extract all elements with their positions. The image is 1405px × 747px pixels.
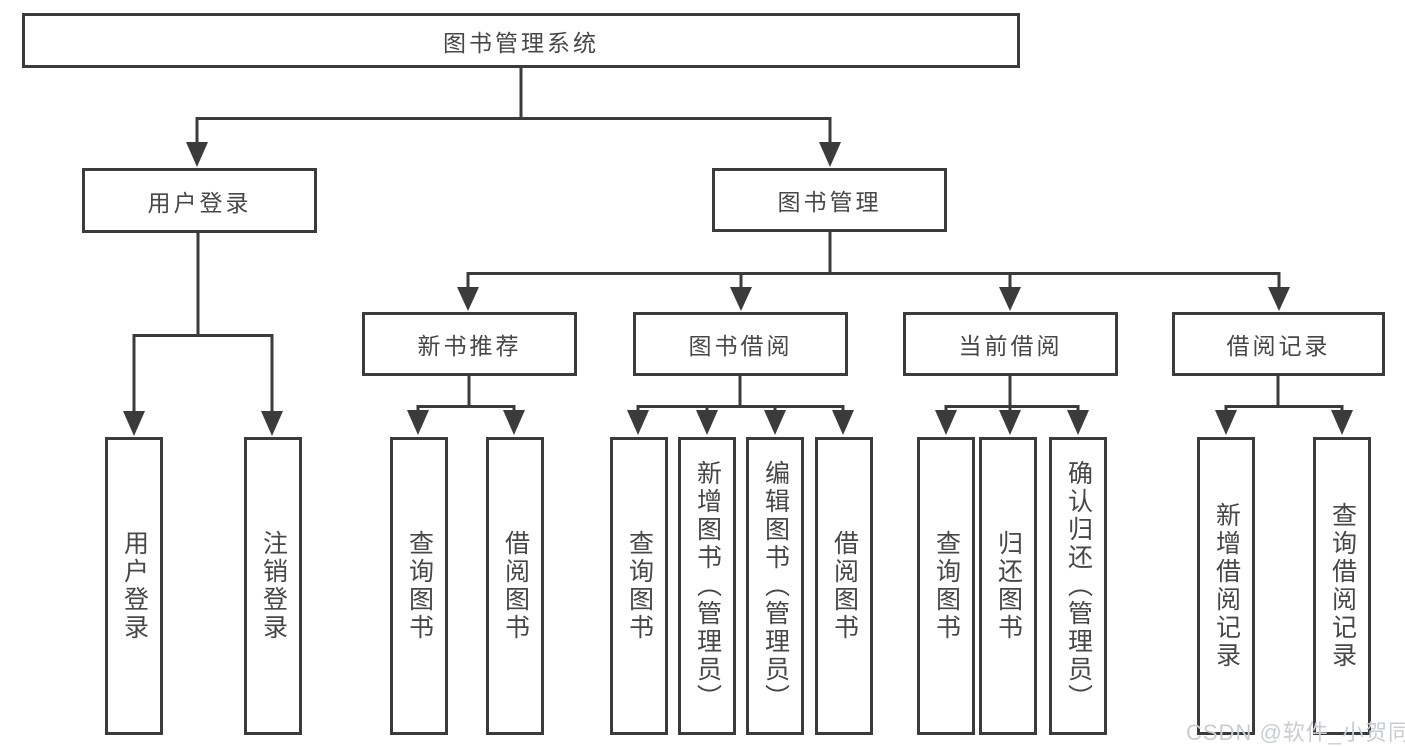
node-label: 用户登录 — [120, 530, 149, 642]
node-label: 注销登录 — [259, 530, 288, 642]
leaf-recommend-query-books: 查询图书 — [390, 437, 448, 735]
leaf-current-return-books: 归还图书 — [979, 437, 1037, 735]
leaf-current-query-books: 查询图书 — [917, 437, 975, 735]
node-label: 查询借阅记录 — [1328, 502, 1357, 670]
arrowheads-current-borrowing-children — [935, 410, 1089, 435]
node-new-book-recommendation: 新书推荐 — [362, 312, 577, 376]
arrowheads-user-login-children — [123, 411, 283, 436]
connector-current-borrowing-children — [944, 376, 1080, 412]
leaf-recommend-borrow-books: 借阅图书 — [486, 437, 544, 735]
leaf-records-query-borrow-record: 查询借阅记录 — [1313, 437, 1371, 735]
node-label: 确认归还（管理员） — [1064, 460, 1093, 712]
leaf-records-add-borrow-record: 新增借阅记录 — [1197, 437, 1255, 735]
connector-book-borrowing-children — [636, 376, 845, 412]
node-label: 新增图书（管理员） — [693, 460, 722, 712]
node-label: 查询图书 — [625, 530, 654, 642]
connector-book-management-children — [466, 232, 1281, 289]
node-label: 借阅记录 — [1226, 333, 1331, 359]
connector-borrow-records-children — [1224, 376, 1344, 412]
connector-root-to-level2 — [195, 68, 832, 144]
node-label: 新书推荐 — [417, 333, 522, 359]
node-book-borrowing: 图书借阅 — [633, 312, 848, 376]
connector-user-login-children — [132, 233, 274, 413]
node-user-login: 用户登录 — [82, 168, 317, 233]
node-label: 借阅图书 — [501, 530, 530, 642]
leaf-logout: 注销登录 — [244, 437, 302, 735]
arrowheads-borrow-records-children — [1215, 410, 1353, 435]
leaf-current-confirm-return-admin: 确认归还（管理员） — [1049, 437, 1107, 735]
leaf-user-login: 用户登录 — [105, 437, 163, 735]
node-current-borrowing: 当前借阅 — [903, 312, 1118, 376]
node-borrowing-records: 借阅记录 — [1172, 312, 1385, 376]
node-label: 图书借阅 — [688, 333, 793, 359]
node-book-management: 图书管理 — [712, 168, 947, 232]
arrowheads-level2 — [186, 142, 841, 167]
node-label: 查询图书 — [405, 530, 434, 642]
leaf-borrowing-borrow-books: 借阅图书 — [815, 437, 873, 735]
node-label: 查询图书 — [932, 530, 961, 642]
node-label: 图书管理系统 — [443, 29, 599, 56]
node-label: 编辑图书（管理员） — [761, 460, 790, 712]
csdn-watermark: CSDN @软件_小贺同学 — [1186, 720, 1405, 745]
leaf-borrowing-edit-books-admin: 编辑图书（管理员） — [746, 437, 804, 735]
leaf-borrowing-add-books-admin: 新增图书（管理员） — [678, 437, 736, 735]
node-label: 新增借阅记录 — [1212, 502, 1241, 670]
connector-new-book-children — [416, 376, 516, 412]
arrowheads-new-book-children — [407, 410, 525, 435]
node-label: 图书管理 — [777, 189, 882, 215]
node-label: 用户登录 — [147, 189, 252, 216]
node-library-management-system: 图书管理系统 — [22, 13, 1020, 68]
node-label: 当前借阅 — [958, 333, 1063, 359]
leaf-borrowing-query-books: 查询图书 — [610, 437, 668, 735]
node-label: 借阅图书 — [830, 530, 859, 642]
arrowheads-book-borrowing-children — [627, 410, 854, 435]
node-label: 归还图书 — [994, 530, 1023, 642]
arrowheads-level3 — [457, 287, 1290, 311]
